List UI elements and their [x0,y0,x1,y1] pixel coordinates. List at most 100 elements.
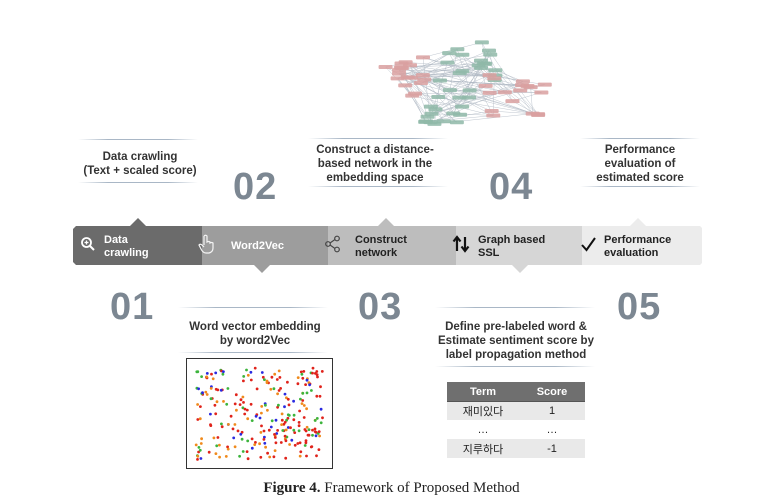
embedding-point [196,458,199,461]
embedding-point [285,396,288,400]
embedding-point [218,443,221,447]
embedding-point [264,445,267,449]
embedding-point [254,441,257,444]
embedding-point [218,455,221,459]
embedding-point [250,446,254,450]
embedding-point [315,417,319,420]
embedding-point [315,370,319,373]
network-node [462,88,477,93]
network-node [482,48,497,53]
embedding-point [270,419,274,423]
embedding-point [292,418,296,422]
embedding-point [213,403,217,407]
embedding-point [214,412,218,416]
embedding-point [292,413,296,417]
network-node [515,83,530,88]
embedding-point [243,407,247,411]
embedding-point [281,429,285,432]
step2-segment [190,226,328,265]
network-edge [422,74,505,93]
embedding-point [243,412,247,416]
embedding-point [277,369,281,373]
embedding-point [238,454,241,458]
embedding-point [279,441,283,444]
embedding-point [214,387,218,391]
network-edge [415,92,542,94]
embedding-point [301,376,305,380]
network-edge [488,50,533,114]
embedding-point [302,404,306,407]
term-cell: … [477,423,489,436]
hand-pointer-icon [198,234,216,258]
embedding-point [301,391,305,395]
embedding-point [299,370,303,374]
network-node [471,63,486,68]
embedding-point [265,381,269,384]
network-edge [469,90,533,114]
embedding-point [307,433,311,437]
step5-description: Performance evaluation of estimated scor… [596,144,684,184]
step4-label: Graph based SSL [478,234,546,259]
embedding-point [225,402,229,406]
embedding-point [308,383,311,387]
embedding-point [250,419,254,422]
step3-segment [316,226,456,265]
embedding-point [296,442,300,445]
embedding-point [277,389,281,392]
embedding-point [270,375,274,379]
embedding-point [316,375,319,379]
embedding-point [194,443,198,447]
network-edge [409,65,463,107]
network-node [455,52,470,57]
word-network-graph [378,40,552,126]
network-edge [405,85,428,117]
score-cell: 1 [548,404,556,417]
embedding-point [200,437,203,441]
term-cell: 지루하다 [462,443,504,456]
embedding-point [272,455,276,459]
embedding-point [299,397,302,401]
embedding-point [280,423,283,426]
embedding-point [241,450,245,453]
embedding-point [278,376,282,379]
embedding-point [264,403,267,407]
figure-caption: Figure 4. Framework of Proposed Method [0,480,783,497]
network-node [413,80,428,85]
network-edge [399,69,463,72]
table-row: … … [447,420,585,439]
embedding-point [311,428,314,432]
embedding-point [269,425,273,429]
embedding-point [233,423,237,426]
network-node [390,76,405,81]
embedding-point [314,434,318,438]
embedding-point [222,400,225,403]
embedding-point [307,381,311,385]
embedding-point [196,403,199,406]
network-edge [434,80,441,124]
embedding-point [298,409,301,413]
embedding-point [215,400,219,404]
embedding-point [240,430,244,434]
embedding-point [260,411,263,415]
embedding-point [235,408,238,412]
network-edge [438,74,490,98]
embedding-point [259,431,263,434]
embedding-point [255,387,259,391]
embedding-point [301,399,305,402]
embedding-point [245,368,248,372]
embedding-point [317,448,321,451]
network-node [398,83,413,88]
step4-number: 04 [489,166,534,208]
term-cell: 재미있다 [462,405,504,418]
network-node [392,71,407,76]
embedding-point [298,454,302,458]
checkmark-icon [580,235,598,257]
embedding-point [226,447,230,451]
network-edge [412,95,494,116]
network-node [450,47,465,52]
table-header-score: Score [519,382,585,401]
embedding-point [269,387,273,391]
embedding-point [305,425,309,429]
embedding-point [209,387,213,390]
embedding-point [240,437,244,441]
